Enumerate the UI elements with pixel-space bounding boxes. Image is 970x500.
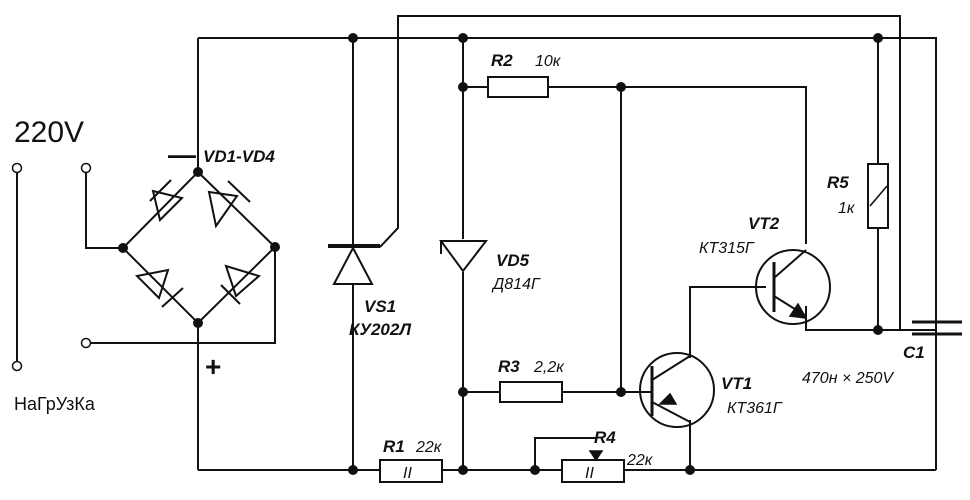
- r4-value-label: 22к: [626, 452, 654, 469]
- r4-glyph: II: [585, 465, 594, 482]
- junction-dot: [873, 33, 883, 43]
- r4-ref-label: R4: [594, 428, 616, 447]
- c1-value-label: 470н × 250V: [802, 370, 894, 387]
- r1-value-label: 22к: [415, 439, 443, 456]
- vt2-ref-label: VT2: [748, 214, 780, 233]
- load-label: НаГрУзКа: [14, 394, 96, 414]
- vs1-ref-label: VS1: [364, 297, 396, 316]
- diode-bridge: [121, 170, 277, 325]
- r2-resistor: [487, 76, 549, 98]
- vs1-thyristor: [328, 244, 380, 285]
- r5-ref-label: R5: [827, 173, 849, 192]
- r1-ref-label: R1: [383, 437, 405, 456]
- vt1-emitter-arrow: [658, 392, 678, 405]
- bridge-diode-4: [220, 264, 262, 305]
- vt1-ref-label: VT1: [721, 374, 752, 393]
- junction-dot: [873, 325, 883, 335]
- junction-dot: [458, 465, 468, 475]
- r1-resistor: [379, 459, 443, 483]
- junction-dot: [193, 318, 203, 328]
- junction-dot: [458, 82, 468, 92]
- r4-potentiometer: [561, 450, 625, 483]
- r3-resistor: [499, 381, 563, 403]
- bridge-plus-sign: +: [205, 351, 221, 382]
- vt2-model-label: КТ315Г: [699, 240, 755, 257]
- r5-resistor: [867, 163, 889, 229]
- bridge-ref-label: VD1-VD4: [203, 147, 275, 166]
- terminal-load-right: [80, 337, 92, 349]
- junction-dot: [616, 387, 626, 397]
- r3-ref-label: R3: [498, 357, 520, 376]
- terminal-load-left: [11, 360, 23, 372]
- wire-ac-right: [86, 247, 276, 344]
- wire-vt1-to-vt2-base: [689, 286, 766, 358]
- junction-dot: [348, 33, 358, 43]
- bridge-diamond: [121, 170, 277, 325]
- vs1-model-label: КУ202Л: [349, 320, 411, 339]
- junction-dot: [458, 387, 468, 397]
- bridge-diode-1: [149, 179, 184, 222]
- r5-value-label: 1к: [838, 200, 856, 217]
- vt2-transistor: [755, 249, 831, 325]
- bridge-diode-3: [134, 268, 184, 308]
- terminal-220v-right: [80, 162, 92, 174]
- r1-glyph: II: [403, 465, 412, 482]
- r4-wiper-arrow: [588, 450, 604, 462]
- r3-value-label: 2,2к: [533, 359, 565, 376]
- junction-dot: [530, 465, 540, 475]
- vt2-emitter-arrow: [788, 302, 808, 319]
- wire-top-rail: [198, 37, 937, 470]
- wire-r4-bypass: [534, 437, 596, 470]
- ac-terminals: [11, 162, 92, 372]
- r2-value-label: 10к: [535, 53, 562, 70]
- c1-capacitor: [912, 320, 962, 336]
- junction-dot: [348, 465, 358, 475]
- wire-ac-left: [85, 168, 123, 249]
- bridge-diode-2: [207, 180, 251, 229]
- junction-dot: [193, 167, 203, 177]
- vt1-transistor: [639, 352, 715, 428]
- junction-dot: [685, 465, 695, 475]
- r2-ref-label: R2: [491, 51, 513, 70]
- junction-dot: [118, 243, 128, 253]
- wire-vs1-gate-loop: [379, 15, 901, 330]
- terminal-220v-left: [11, 162, 23, 174]
- junction-dots: [118, 33, 883, 475]
- junction-dot: [458, 33, 468, 43]
- wire-vt2-emitter: [805, 306, 900, 331]
- vd5-zener: [439, 240, 489, 273]
- supply-voltage-label: 220V: [14, 116, 84, 149]
- junction-dot: [616, 82, 626, 92]
- vt1-model-label: КТ361Г: [727, 400, 783, 417]
- vd5-model-label: Д814Г: [491, 276, 541, 293]
- vd5-ref-label: VD5: [496, 251, 530, 270]
- c1-ref-label: C1: [903, 343, 925, 362]
- bridge-minus-sign: —: [168, 139, 196, 170]
- junction-dot: [270, 242, 280, 252]
